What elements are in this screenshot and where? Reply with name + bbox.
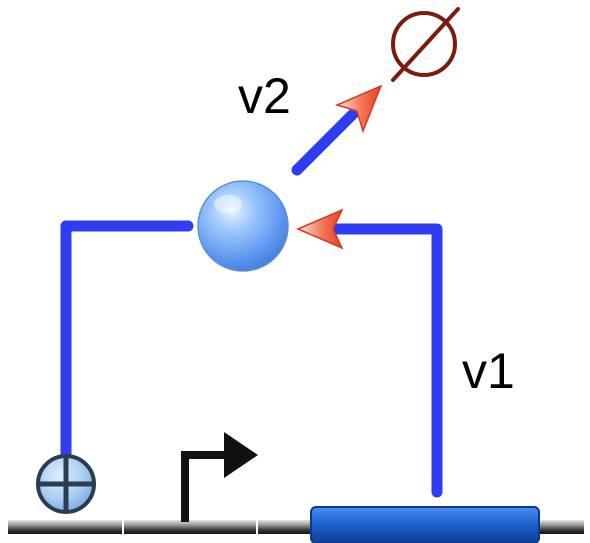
production-arrowhead <box>296 208 344 250</box>
promoter-arrow-icon <box>181 432 258 522</box>
degradation-arrowhead <box>334 84 383 134</box>
activation-line <box>60 220 194 464</box>
gene-coding-region-icon <box>310 506 540 543</box>
degradation-flow-v2 <box>291 84 383 176</box>
production-flow-v1 <box>296 208 443 498</box>
circled-plus-icon <box>36 454 96 514</box>
reaction-label-v2: v2 <box>238 68 291 124</box>
empty-set-icon <box>391 7 460 82</box>
reaction-label-v1: v1 <box>462 343 515 399</box>
protein-species-icon <box>197 180 289 272</box>
dna-backbone <box>8 520 584 534</box>
